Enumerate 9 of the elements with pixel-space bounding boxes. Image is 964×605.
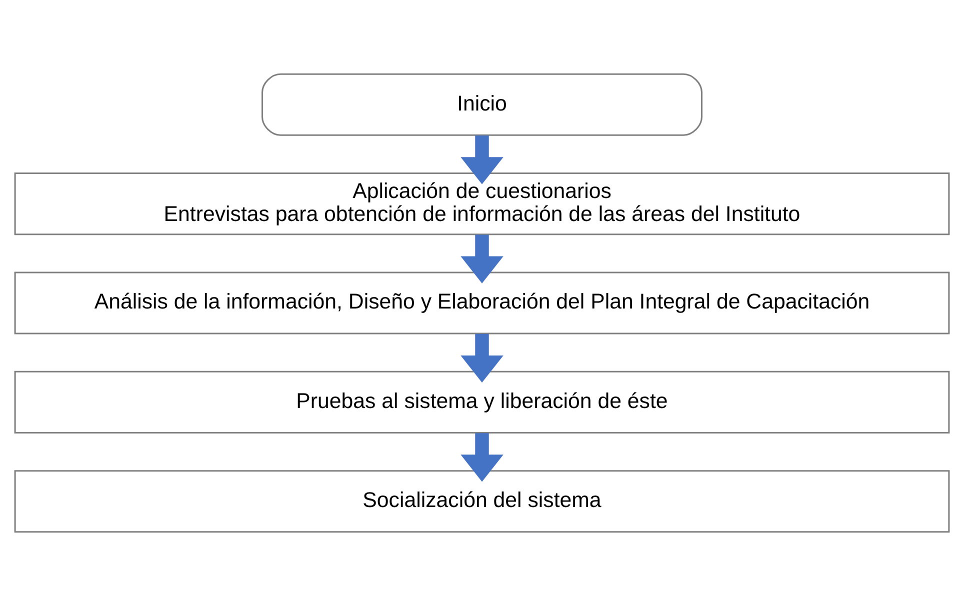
arrow <box>460 432 504 482</box>
arrow <box>460 234 504 283</box>
node-box: Inicio <box>262 72 702 136</box>
arrow <box>460 135 504 184</box>
node-box: Aplicación de cuestionarios Entrevistas para obtención de información de las áreas del Instituto <box>14 172 950 235</box>
node-box: Análisis de la información, Diseño y Elaboración del Plan Integral de Capacitación <box>14 271 950 334</box>
node-box: Pruebas al sistema y liberación de éste <box>14 370 950 433</box>
arrow <box>460 333 504 382</box>
node-box: Socialización del sistema <box>14 470 950 532</box>
